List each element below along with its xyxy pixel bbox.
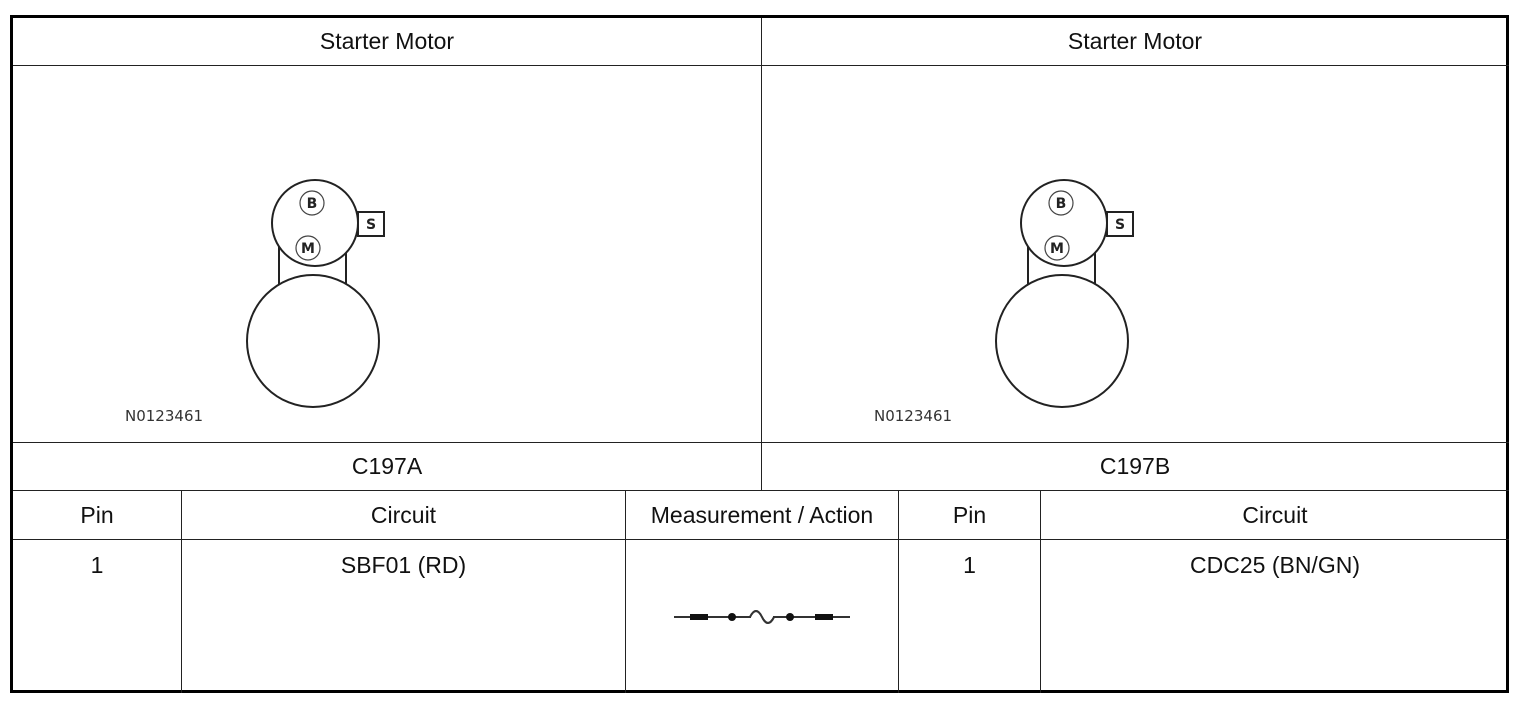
row-circuit-a: SBF01 (RD) (340, 552, 467, 578)
fuse-continuity-icon (674, 609, 850, 624)
row-circuit-b: CDC25 (BN/GN) (1190, 552, 1360, 578)
battery-label: B (307, 196, 318, 212)
left-title: Starter Motor (319, 28, 455, 54)
battery-terminal: B (299, 190, 325, 216)
figure-code: N0123461 (874, 407, 952, 425)
header-pin-b: Pin (952, 501, 987, 528)
solenoid-terminal: S (1106, 211, 1134, 237)
motor-terminal: M (1044, 235, 1070, 261)
column-divider (898, 490, 899, 693)
figure-code: N0123461 (125, 407, 203, 425)
column-divider (181, 490, 182, 693)
left-connector: C197A (351, 453, 423, 479)
row-pin-b: 1 (963, 552, 976, 578)
left-starter-diagram: S B M N0123461 (13, 66, 761, 442)
battery-terminal: B (1048, 190, 1074, 216)
header-circuit-a: Circuit (370, 501, 437, 528)
starter-motor-outline (246, 179, 380, 408)
motor-terminal: M (295, 235, 321, 261)
starter-motor-outline (995, 179, 1129, 408)
row-pin-a: 1 (90, 552, 104, 578)
right-connector: C197B (1099, 453, 1171, 479)
header-measurement: Measurement / Action (650, 501, 874, 528)
column-divider (1040, 490, 1041, 693)
solenoid-label: S (366, 217, 376, 233)
divider (13, 539, 1509, 540)
row-measurement (626, 540, 898, 693)
header-pin-a: Pin (80, 501, 114, 528)
solenoid-label: S (1115, 217, 1125, 233)
column-divider (625, 490, 626, 693)
header-circuit-b: Circuit (1242, 501, 1308, 528)
column-divider (761, 18, 762, 490)
motor-label: M (301, 241, 315, 257)
motor-label: M (1050, 241, 1064, 257)
pinout-table: Starter Motor Starter Motor S B M (10, 15, 1509, 693)
right-title: Starter Motor (1067, 28, 1203, 54)
divider (13, 490, 1509, 491)
solenoid-terminal: S (357, 211, 385, 237)
battery-label: B (1056, 196, 1067, 212)
right-starter-diagram: S B M N0123461 (762, 66, 1509, 442)
